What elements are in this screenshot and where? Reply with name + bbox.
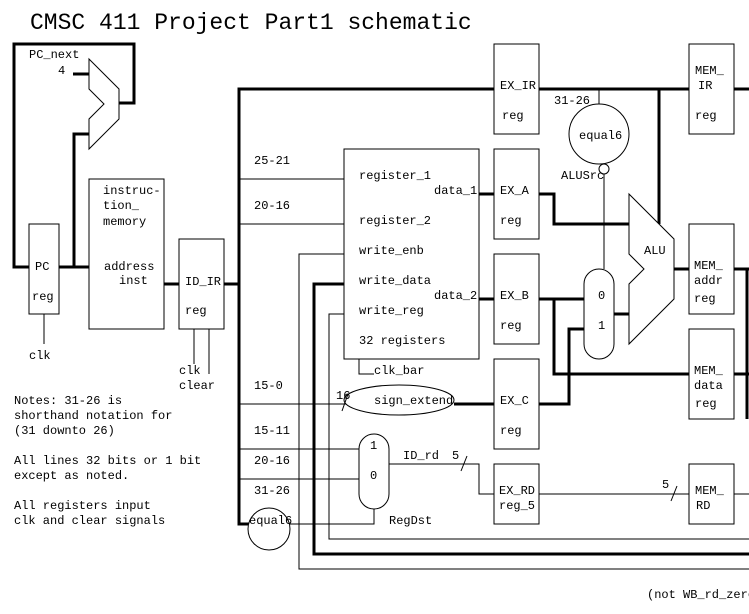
ex-c-sub: reg xyxy=(500,424,522,438)
id-ir-sub: reg xyxy=(185,304,207,318)
mem-rd-register xyxy=(688,463,735,525)
ex-b-register xyxy=(493,253,540,345)
ex-a-register xyxy=(493,148,540,240)
regdst-mux-in0: 0 xyxy=(370,469,377,483)
notes-block: Notes: 31-26 is shorthand notation for (… xyxy=(14,394,201,528)
imem-line3: memory xyxy=(103,215,146,229)
mem-data-sub: reg xyxy=(695,397,717,411)
ex-ir-sub: reg xyxy=(502,109,524,123)
ex-b-name: EX_B xyxy=(500,289,529,303)
note-line: Notes: 31-26 is xyxy=(14,394,122,408)
equal6-decoder-left xyxy=(247,507,291,551)
id-rd-label: ID_rd xyxy=(403,449,439,463)
regfile-out-data-1: data_1 xyxy=(434,184,477,198)
regfile-clk-bar: clk_bar xyxy=(374,364,424,378)
alusrc-mux-in0: 0 xyxy=(598,289,605,303)
register-file xyxy=(343,148,480,360)
sign-extend xyxy=(343,384,455,416)
id-ir-clk-label: clk xyxy=(179,364,201,378)
equal6-field-label: 31-26 xyxy=(554,94,590,108)
pc-register-sub: reg xyxy=(32,290,54,304)
note-line: (31 downto 26) xyxy=(14,424,115,438)
alu xyxy=(628,192,675,346)
pc-clk-label: clk xyxy=(29,349,51,363)
mem-addr-line2: addr xyxy=(694,274,723,288)
id-rd-width: 5 xyxy=(452,449,459,463)
ex-a-name: EX_A xyxy=(500,184,530,198)
regfile-port-write-enb: write_enb xyxy=(359,244,424,258)
adder-constant: 4 xyxy=(58,64,65,78)
footer-note: (not WB_rd_zero xyxy=(647,588,749,602)
alusrc-mux xyxy=(583,268,615,360)
mem-ir-sub: reg xyxy=(695,109,717,123)
field-31-26: 31-26 xyxy=(254,484,290,498)
mem-data-line1: MEM_ xyxy=(694,364,724,378)
regdst-mux-in1: 1 xyxy=(370,439,377,453)
imem-inst-port: inst xyxy=(119,274,148,288)
id-ir-name: ID_IR xyxy=(185,275,221,289)
ex-c-register xyxy=(493,358,540,450)
regfile-port-register-2: register_2 xyxy=(359,214,431,228)
regdst-mux xyxy=(358,433,390,510)
ex-ir-register xyxy=(493,43,540,135)
ex-a-sub: reg xyxy=(500,214,522,228)
regfile-out-data-2: data_2 xyxy=(434,289,477,303)
write-reg-wire xyxy=(328,313,749,540)
write-data-wire xyxy=(312,282,749,556)
field-20-16-a: 20-16 xyxy=(254,199,290,213)
field-15-11: 15-11 xyxy=(254,424,290,438)
instruction-bus xyxy=(237,87,494,526)
sign-extend-width: 16 xyxy=(336,389,350,403)
mem-ir-line1: MEM_ xyxy=(695,64,725,78)
sign-extend-label: sign_extend xyxy=(374,394,453,408)
regfile-port-write-reg: write_reg xyxy=(359,304,424,318)
imem-address-port: address xyxy=(104,260,154,274)
field-15-0: 15-0 xyxy=(254,379,283,393)
regfile-port-write-data: write_data xyxy=(359,274,431,288)
ex-rd-register xyxy=(493,463,540,525)
field-25-21: 25-21 xyxy=(254,154,290,168)
note-line: clk and clear signals xyxy=(14,514,165,528)
mem-data-line2: data xyxy=(694,379,723,393)
diagram-title: CMSC 411 Project Part1 schematic xyxy=(30,10,472,36)
mem-ir-line2: IR xyxy=(698,79,712,93)
mem-ir-register xyxy=(688,43,735,135)
field-20-16-b: 20-16 xyxy=(254,454,290,468)
regdst-label: RegDst xyxy=(389,514,432,528)
mem-addr-line1: MEM_ xyxy=(694,259,724,273)
pc-register xyxy=(28,223,60,315)
ex-rd-name: EX_RD xyxy=(499,484,535,498)
write-enb-wire xyxy=(298,253,749,570)
id-ir-clear-label: clear xyxy=(179,379,215,393)
pc-next-label: PC_next xyxy=(29,48,79,62)
ex-rd-sub: reg_5 xyxy=(499,499,535,513)
alu-label: ALU xyxy=(644,244,666,258)
mem-rd-line1: MEM_ xyxy=(695,484,725,498)
equal6-decoder-right xyxy=(568,103,630,165)
pc-adder xyxy=(88,57,120,151)
imem-line1: instruc- xyxy=(103,184,161,198)
alusrc-mux-in1: 1 xyxy=(598,319,605,333)
note-line: All registers input xyxy=(14,499,151,513)
regfile-port-register-1: register_1 xyxy=(359,169,431,183)
mem-rd-line2: RD xyxy=(696,499,710,513)
note-line: shorthand notation for xyxy=(14,409,172,423)
alusrc-label: ALUSrc xyxy=(561,169,604,183)
ex-ir-name: EX_IR xyxy=(500,79,536,93)
ex-c-name: EX_C xyxy=(500,394,529,408)
regfile-size: 32 registers xyxy=(359,334,445,348)
equal6-right-label: equal6 xyxy=(579,129,622,143)
ex-b-sub: reg xyxy=(500,319,522,333)
instruction-memory xyxy=(88,178,165,330)
mem-addr-sub: reg xyxy=(694,292,716,306)
mem-addr-register xyxy=(688,223,735,315)
equal6-left-label: equal6 xyxy=(249,514,292,528)
pc-register-name: PC xyxy=(35,260,49,274)
pc-feedback-wire xyxy=(12,42,136,269)
note-line: except as noted. xyxy=(14,469,129,483)
imem-line2: tion_ xyxy=(103,199,140,213)
note-line: All lines 32 bits or 1 bit xyxy=(14,454,201,468)
mem-rd-width: 5 xyxy=(662,478,669,492)
